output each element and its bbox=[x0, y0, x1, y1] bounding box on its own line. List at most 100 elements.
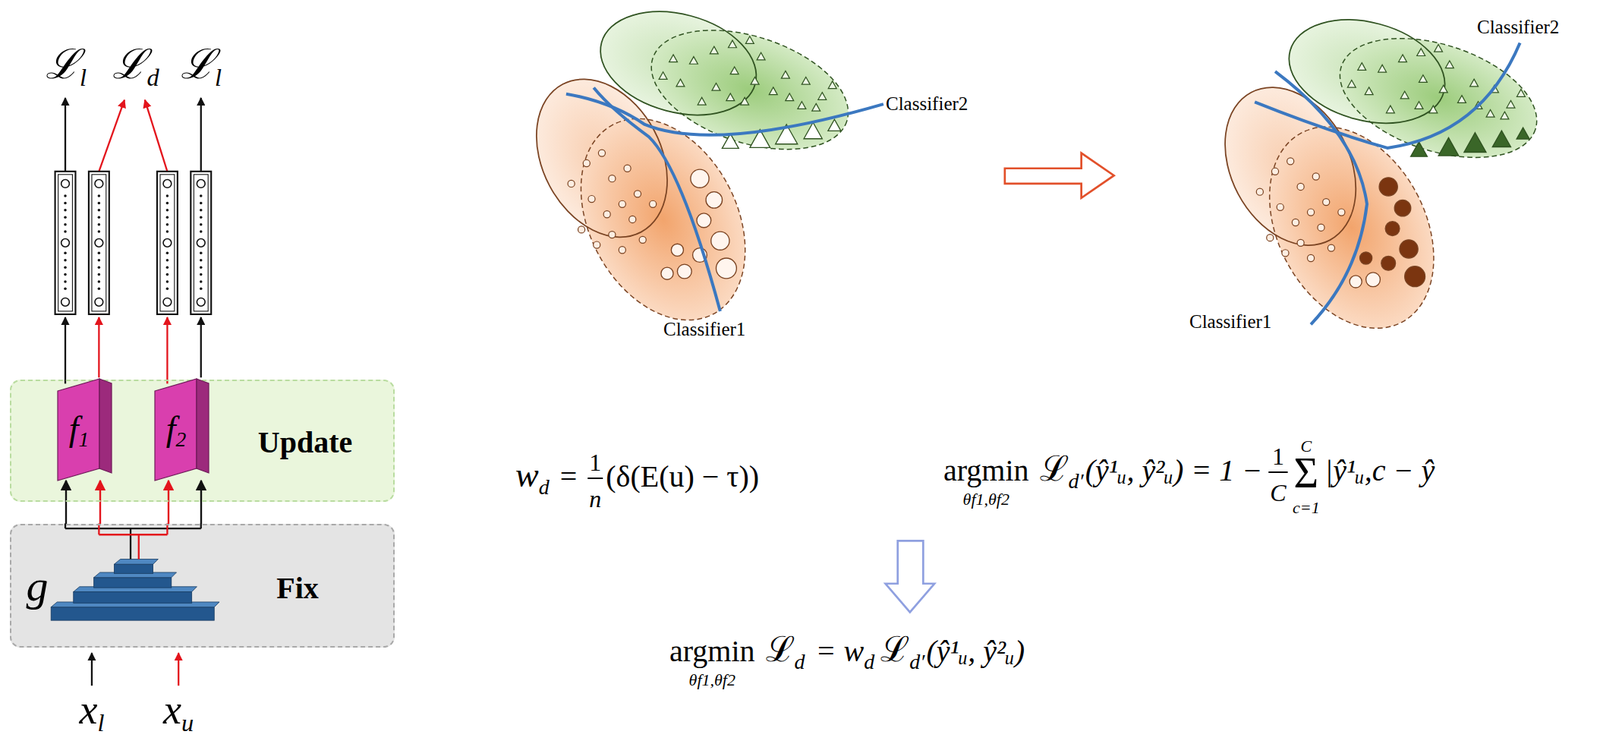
sample-point bbox=[582, 159, 590, 167]
sample-point bbox=[1445, 60, 1454, 69]
classifier-boundary bbox=[593, 88, 721, 312]
classifier-label: Classifier2 bbox=[885, 94, 968, 114]
feature-arrow bbox=[200, 480, 202, 524]
sample-point bbox=[785, 93, 794, 101]
vector-dot bbox=[199, 229, 202, 233]
input-symbol: xu bbox=[163, 689, 194, 735]
sample-point bbox=[1317, 223, 1325, 231]
block-front bbox=[57, 378, 100, 481]
sample-point bbox=[756, 52, 766, 60]
vector-dot bbox=[166, 265, 169, 268]
sample-point bbox=[1327, 244, 1335, 252]
sample-point bbox=[1347, 80, 1356, 89]
class-region-fill bbox=[636, 7, 863, 172]
sample-point bbox=[649, 200, 657, 208]
sample-point bbox=[629, 215, 637, 223]
target-point bbox=[1381, 255, 1396, 271]
equation-term: argmin bbox=[669, 636, 756, 667]
sample-point bbox=[1385, 105, 1395, 114]
target-point bbox=[1394, 199, 1412, 217]
equation-term: (δ(E(u) − τ)) bbox=[605, 461, 760, 492]
sample-point bbox=[608, 231, 616, 239]
loss-arrow bbox=[144, 100, 168, 172]
output-vector-inner bbox=[193, 174, 208, 312]
target-point bbox=[705, 192, 723, 209]
sample-point bbox=[1414, 101, 1424, 110]
sample-point bbox=[1418, 75, 1427, 83]
sample-point bbox=[728, 40, 738, 48]
sample-point bbox=[1297, 239, 1304, 246]
output-vector-inner bbox=[91, 174, 107, 312]
vector-dot bbox=[63, 251, 67, 255]
sample-point bbox=[1276, 203, 1284, 211]
sample-point bbox=[639, 236, 646, 243]
fix-region-fill bbox=[9, 523, 395, 648]
derivation-arrow bbox=[885, 540, 936, 612]
output-vector bbox=[190, 171, 212, 315]
input-arrow bbox=[91, 652, 93, 686]
update-region-fill bbox=[9, 379, 395, 502]
sample-point bbox=[797, 101, 807, 110]
classifier-boundary bbox=[566, 94, 884, 136]
vector-dot bbox=[166, 194, 169, 197]
pyramid-layer-front bbox=[94, 577, 172, 588]
output-arrow bbox=[64, 317, 67, 384]
sample-point bbox=[740, 97, 750, 105]
sample-point bbox=[1312, 173, 1320, 180]
vector-dot bbox=[199, 251, 202, 255]
vector-dot bbox=[199, 201, 202, 205]
vector-dot bbox=[63, 280, 67, 283]
target-point bbox=[1360, 251, 1373, 265]
target-point bbox=[1464, 132, 1487, 153]
sample-point bbox=[709, 46, 719, 54]
vector-unit bbox=[61, 238, 70, 247]
classifier-label: Classifier1 bbox=[1189, 311, 1272, 331]
output-vector bbox=[157, 171, 178, 315]
equation-term: (ŷ¹ᵤ, ŷ²ᵤ) = 1 − bbox=[1085, 455, 1263, 486]
loss-arrow bbox=[64, 97, 67, 172]
vector-dot bbox=[63, 194, 67, 197]
class-region-fill bbox=[1325, 15, 1553, 180]
target-point bbox=[1492, 130, 1511, 148]
equation-term: ℒ bbox=[880, 632, 910, 668]
vector-dot bbox=[63, 229, 67, 233]
sample-point bbox=[1516, 89, 1525, 98]
vector-dot bbox=[166, 287, 169, 290]
sample-point bbox=[1256, 188, 1263, 196]
classifier-block-label: f2 bbox=[166, 411, 187, 451]
vector-dot bbox=[97, 201, 101, 205]
vector-dot bbox=[63, 223, 67, 226]
sample-point bbox=[1398, 54, 1408, 63]
sample-point bbox=[1439, 85, 1448, 93]
update-region: Updatef1f2 bbox=[9, 379, 395, 502]
equation-term: Σ bbox=[1294, 451, 1320, 495]
loss-arrow bbox=[98, 100, 125, 172]
sample-point bbox=[697, 97, 706, 105]
sample-point bbox=[1287, 157, 1295, 165]
vector-dot bbox=[97, 258, 101, 262]
output-vector bbox=[88, 171, 110, 315]
target-point bbox=[1438, 137, 1459, 156]
equation-term: n bbox=[588, 486, 602, 511]
sample-point bbox=[781, 70, 790, 79]
scaled-illustration bbox=[50, 0, 1552, 686]
fix-region-label: Fix bbox=[276, 573, 319, 604]
vector-dot bbox=[97, 287, 101, 290]
vector-dot bbox=[199, 287, 202, 290]
sample-point bbox=[828, 81, 837, 89]
vector-dot bbox=[97, 273, 101, 276]
vector-dot bbox=[63, 273, 67, 276]
classifier-boundary bbox=[1275, 71, 1367, 325]
target-point bbox=[1385, 221, 1400, 237]
unlabeled-boundary bbox=[1325, 15, 1553, 180]
pyramid-layer-front bbox=[73, 592, 193, 604]
vector-dot bbox=[97, 223, 101, 226]
fix-region: gFix bbox=[9, 523, 395, 648]
sample-point bbox=[1470, 78, 1479, 87]
vector-dot bbox=[97, 216, 101, 219]
sample-point bbox=[768, 87, 778, 95]
classifier-block: f2 bbox=[154, 378, 209, 481]
sample-point bbox=[1429, 105, 1438, 114]
